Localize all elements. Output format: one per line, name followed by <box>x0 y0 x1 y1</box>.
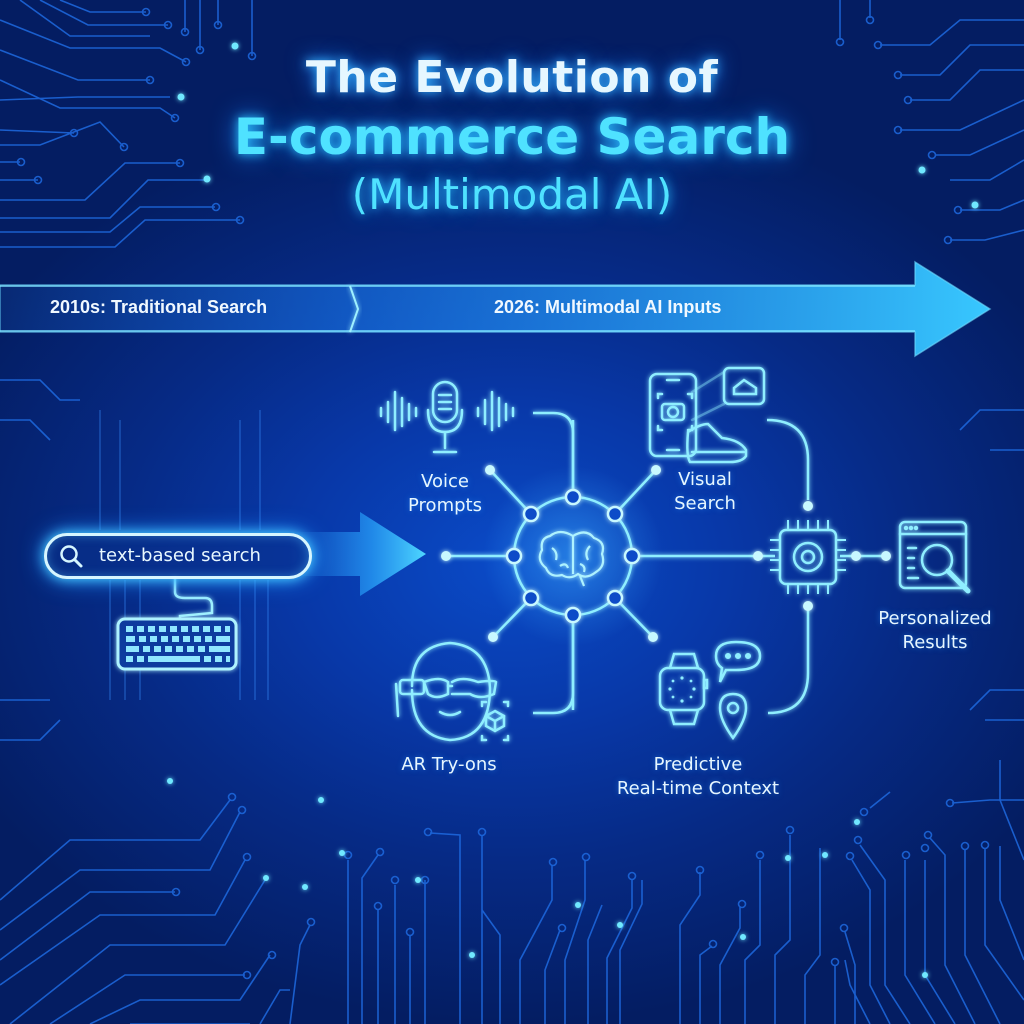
ar-glasses-face-icon <box>394 641 510 742</box>
title-line-2: E-commerce Search <box>233 108 791 166</box>
microphone-icon <box>379 380 515 454</box>
browser-magnifier-icon <box>898 520 971 594</box>
search-text: text-based search <box>99 545 261 566</box>
glow-nodes <box>167 42 979 978</box>
hub-nodes <box>505 488 641 624</box>
ar-tryons-label: AR Try-ons <box>401 754 497 775</box>
search-icon <box>60 545 83 568</box>
chip-gear-icon <box>770 520 846 594</box>
timeline-start-label: 2010s: Traditional Search <box>50 297 268 317</box>
title-line-3: (Multimodal AI) <box>351 170 673 219</box>
transition-arrow <box>290 512 426 596</box>
keyboard-cable <box>173 577 214 620</box>
smartwatch-chat-location-icon <box>658 640 762 741</box>
smartphone-camera-shoe-icon <box>648 366 766 464</box>
keyboard-icon <box>116 617 238 671</box>
title-line-1: The Evolution of <box>305 52 719 103</box>
brain-icon <box>538 530 605 587</box>
text-search-bar: text-based search <box>44 533 312 579</box>
timeline-end-label: 2026: Multimodal AI Inputs <box>494 297 722 317</box>
timeline-arrow <box>0 260 992 358</box>
